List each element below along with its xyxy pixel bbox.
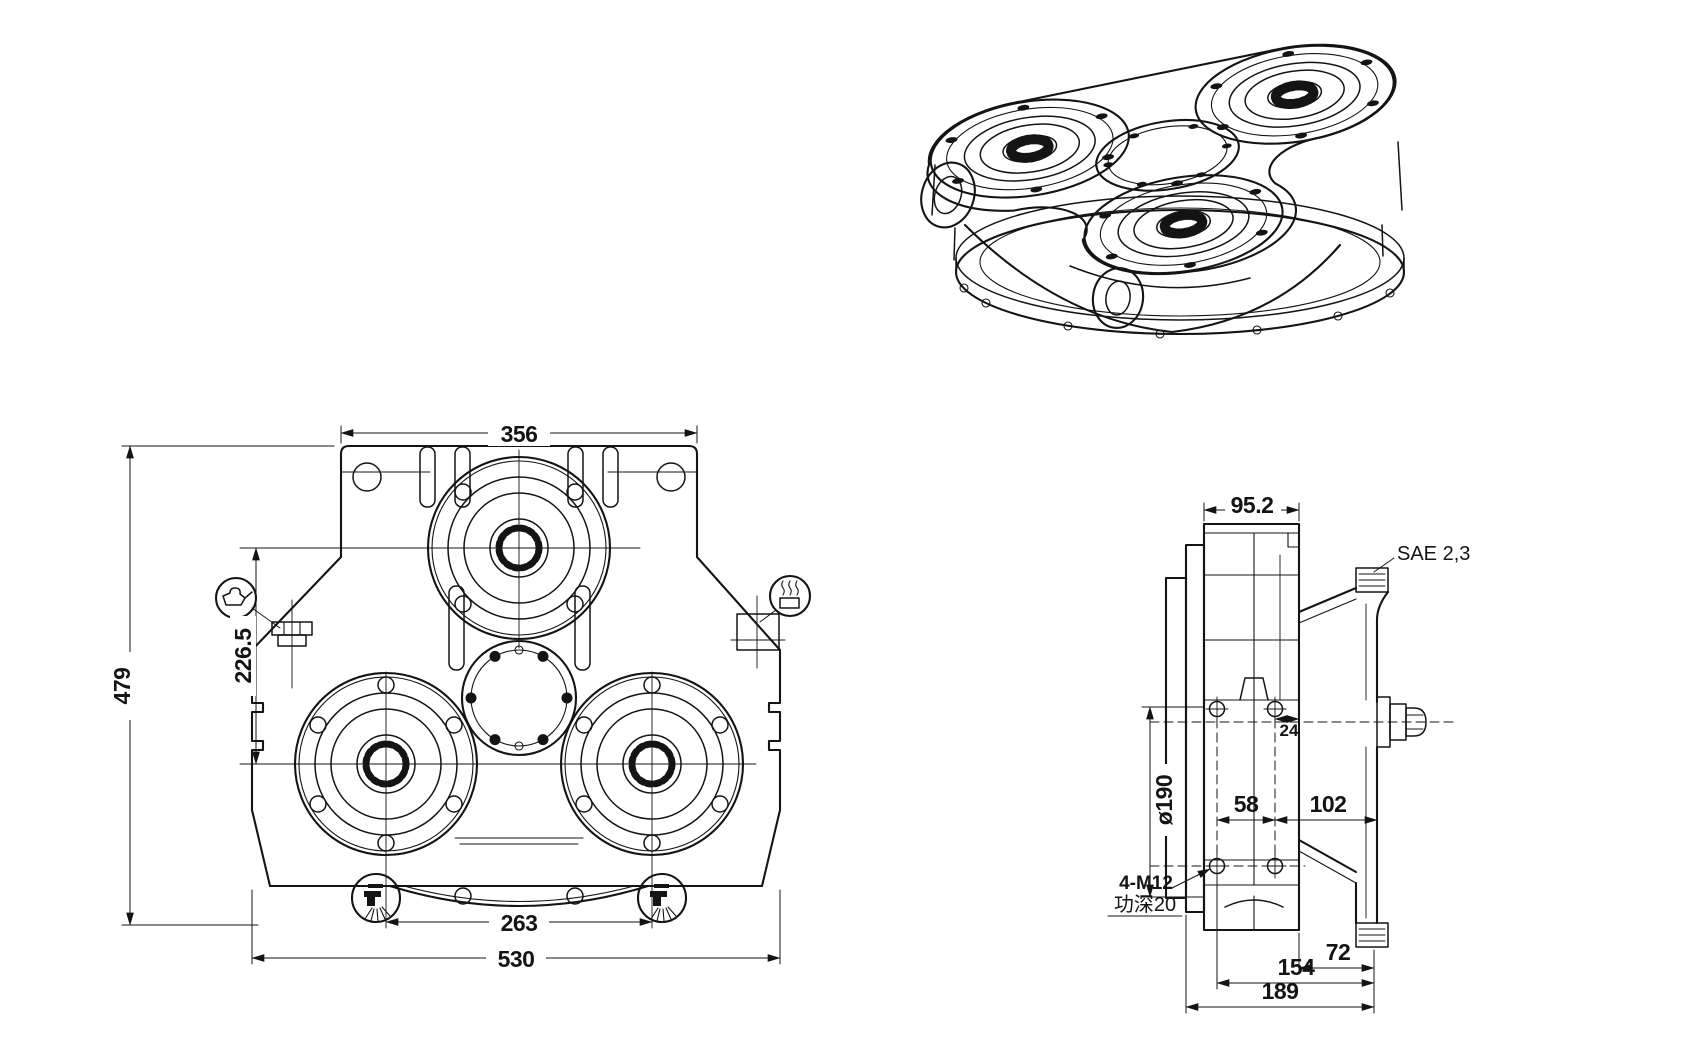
spline-bore [362,740,410,788]
upper-bore [426,455,612,641]
tapped-hole [1263,696,1287,722]
rib-slot [574,585,591,671]
rib-slot [567,446,584,508]
dim-356: 356 [501,421,538,447]
rear-plate-2 [1164,576,1188,900]
drain-tap-icon [350,872,402,924]
side-view: SAE 2,3 95.2 24 ø190 58 [1107,492,1470,1014]
tapped-hole-callout: 4-M12 功深20 [1107,868,1211,917]
lower-right-bore [559,671,745,857]
dim-263: 263 [501,910,538,936]
breather-vent-icon [759,574,812,623]
tapped-hole [1205,696,1229,722]
dim-d190: ø190 [1151,775,1177,825]
label-4-m12: 4-M12 [1119,873,1173,894]
label-sae: SAE 2,3 [1397,543,1470,565]
dim-479: 479 [109,668,135,705]
lower-left-bore [293,671,479,857]
iso-bore [1077,162,1289,286]
iso-bottom-flange [954,195,1406,339]
dim-102: 102 [1310,791,1347,817]
dim-226-5: 226.5 [230,628,256,684]
sae-flange-label: SAE 2,3 [1373,543,1470,573]
flange-ring-top [1355,567,1389,593]
drain-tap-icon [636,872,688,924]
rear-plate [1184,543,1206,914]
front-view: 356 479 226.5 263 [109,420,812,972]
dim-top-width: 95.2 [1203,492,1300,522]
spline-bore [628,740,676,788]
dim-24: 24 [1280,721,1299,740]
dim-72: 72 [1326,939,1351,965]
rib-slot [602,446,619,508]
rib-slot [419,446,436,508]
dim-pilot-diameter: ø190 [1141,706,1205,898]
housing-outline [250,444,782,888]
iso-bore [1189,33,1401,157]
dim-bore-center-height: 226.5 [230,547,260,765]
output-shaft [1405,707,1427,737]
flange-hole-right [656,462,686,492]
spline-bore [495,524,543,572]
dim-top-flange-width: 356 [340,420,698,447]
dim-hole-edge: 24 [1274,715,1300,740]
dim-hole-spacing: 58 [1216,791,1276,824]
dim-face-offset: 102 [1274,791,1378,824]
dim-flange-depth: 72 [1298,932,1375,1014]
flange-hole-left [352,462,382,492]
dim-mid-depth: 154 [1216,876,1375,990]
bell-housing [1297,567,1427,948]
flange-ring-bottom [1355,922,1389,948]
iso-center-cover [1091,111,1244,200]
center-cover [460,639,578,757]
dim-overall-width: 530 [251,889,781,972]
iso-bore [924,87,1136,211]
dim-58: 58 [1234,791,1259,817]
rib-slot [454,446,471,508]
rib-slot [448,585,465,671]
label-tap-depth: 功深20 [1114,893,1176,916]
dim-overall-depth: 189 [1185,914,1375,1014]
dim-lower-bore-spacing: 263 [385,910,653,936]
isometric-view [917,31,1421,339]
dim-189: 189 [1262,978,1299,1004]
iso-top-plate [917,31,1421,310]
breather-fitting [730,595,786,669]
dim-154: 154 [1278,954,1316,980]
iso-ear-hole [920,161,976,229]
iso-ear-hole [1091,267,1145,329]
oil-fill-plug [271,599,313,689]
dim-95-2: 95.2 [1231,492,1274,518]
dim-530: 530 [498,946,535,972]
dim-overall-height: 479 [109,445,335,926]
